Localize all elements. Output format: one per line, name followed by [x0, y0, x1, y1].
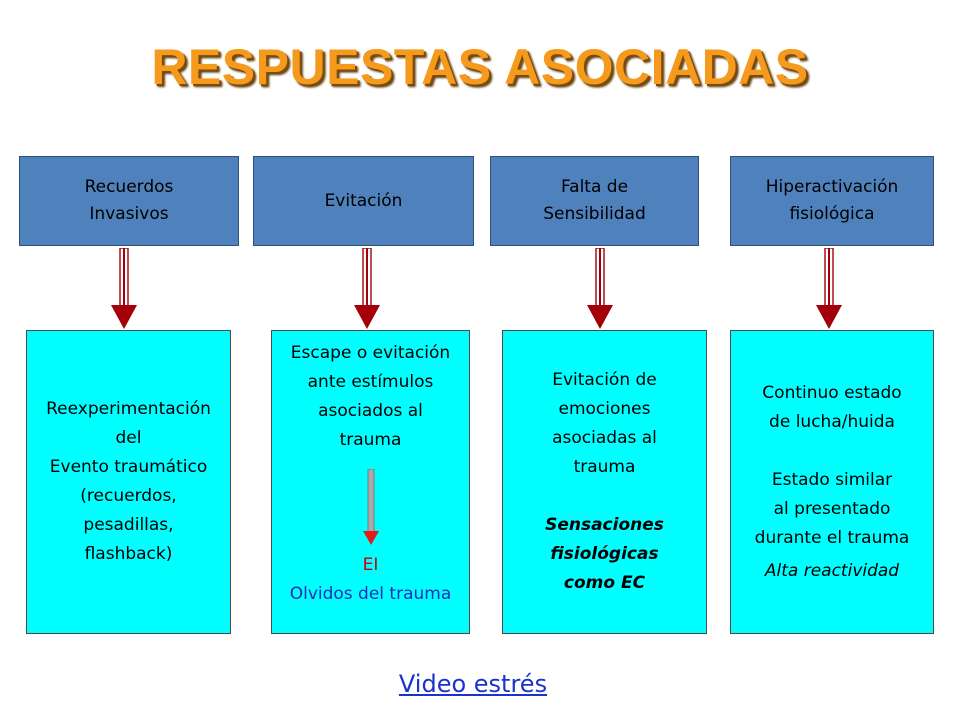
detail-line: Escape o evitación — [290, 343, 451, 363]
detail-escape-evitacion: Escape o evitación ante estímulos asocia… — [271, 330, 470, 634]
down-arrow-icon — [587, 248, 613, 329]
header-line: Recuerdos — [84, 177, 174, 197]
header-line: Falta de — [560, 177, 629, 197]
down-arrow-icon — [111, 248, 137, 329]
page-title: RESPUESTAS ASOCIADAS — [151, 39, 809, 95]
detail-line: ante estímulos — [307, 372, 434, 392]
detail-line: Continuo estado — [762, 382, 902, 403]
detail-line: del — [115, 428, 142, 448]
detail-line: (recuerdos, — [80, 486, 177, 506]
header-line: Evitación — [324, 190, 403, 211]
down-arrow-icon — [816, 248, 842, 329]
down-arrow-icon — [354, 248, 380, 329]
detail-line: al presentado — [773, 498, 891, 519]
olvidos-label: Olvidos del trauma — [289, 584, 452, 604]
emphasis-line: fisiológicas — [550, 544, 659, 564]
detail-reexperimentacion: Reexperimentación del Evento traumático … — [26, 330, 231, 634]
detail-line: asociados al — [318, 401, 423, 421]
detail-line: flashback) — [84, 544, 173, 564]
header-recuerdos-invasivos: Recuerdos Invasivos — [19, 156, 239, 246]
header-evitacion: Evitación — [253, 156, 474, 246]
note-line: Alta reactividad — [764, 560, 900, 581]
emphasis-line: Sensaciones — [545, 515, 664, 535]
small-arrow-icon — [361, 455, 381, 551]
detail-line: Evitación de — [552, 370, 657, 390]
detail-line: Evento traumático — [49, 457, 208, 477]
header-falta-sensibilidad: Falta de Sensibilidad — [490, 156, 699, 246]
detail-lucha-huida: Continuo estado de lucha/huida Estado si… — [730, 330, 934, 634]
detail-line: emociones — [558, 399, 651, 419]
header-line: fisiológica — [789, 204, 875, 224]
detail-evitacion-emociones: Evitación de emociones asociadas al trau… — [502, 330, 707, 634]
header-hiperactivacion: Hiperactivación fisiológica — [730, 156, 934, 246]
detail-line: trauma — [573, 457, 636, 477]
detail-line: asociadas al — [552, 428, 657, 448]
ei-label: EI — [362, 555, 379, 575]
emphasis-line: como EC — [563, 573, 646, 593]
header-line: Invasivos — [89, 204, 169, 224]
detail-line: de lucha/huida — [769, 411, 895, 432]
header-line: Hiperactivación — [765, 177, 899, 197]
detail-line: Reexperimentación — [46, 399, 211, 419]
detail-line: Estado similar — [771, 469, 893, 490]
detail-line: durante el trauma — [754, 527, 910, 548]
header-line: Sensibilidad — [543, 204, 646, 224]
detail-line: pesadillas, — [83, 515, 174, 535]
video-estres-link[interactable]: Video estrés — [398, 670, 548, 698]
detail-line: trauma — [339, 430, 402, 450]
